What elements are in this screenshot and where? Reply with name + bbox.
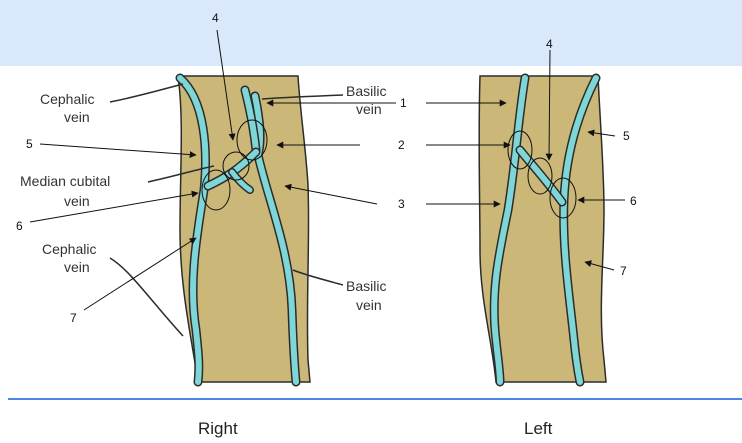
num-1: 1 xyxy=(400,96,407,110)
left-arm xyxy=(479,76,606,382)
caption-left: Left xyxy=(524,419,552,439)
label-basilic-vein-bottom-1: Basilic xyxy=(346,278,386,294)
num-6-left: 6 xyxy=(630,194,637,208)
label-cephalic-vein-top-2: vein xyxy=(64,109,90,125)
label-cephalic-vein-bottom-2: vein xyxy=(64,259,90,275)
num-3: 3 xyxy=(398,197,405,211)
label-median-cubital-1: Median cubital xyxy=(20,173,110,189)
num-6-right: 6 xyxy=(16,219,23,233)
label-cephalic-vein-top-1: Cephalic xyxy=(40,91,94,107)
num-2: 2 xyxy=(398,138,405,152)
label-median-cubital-2: vein xyxy=(64,193,90,209)
label-cephalic-vein-bottom-1: Cephalic xyxy=(42,241,96,257)
num-5-right: 5 xyxy=(26,137,33,151)
num-7-right: 7 xyxy=(70,311,77,325)
num-4-right: 4 xyxy=(212,11,219,25)
right-arm xyxy=(178,76,310,382)
label-basilic-vein-bottom-2: vein xyxy=(356,297,382,313)
num-5-left: 5 xyxy=(623,129,630,143)
num-7-left: 7 xyxy=(620,264,627,278)
label-basilic-vein-top-1: Basilic xyxy=(346,83,386,99)
num-4-left: 4 xyxy=(546,37,553,51)
caption-right: Right xyxy=(198,419,238,439)
